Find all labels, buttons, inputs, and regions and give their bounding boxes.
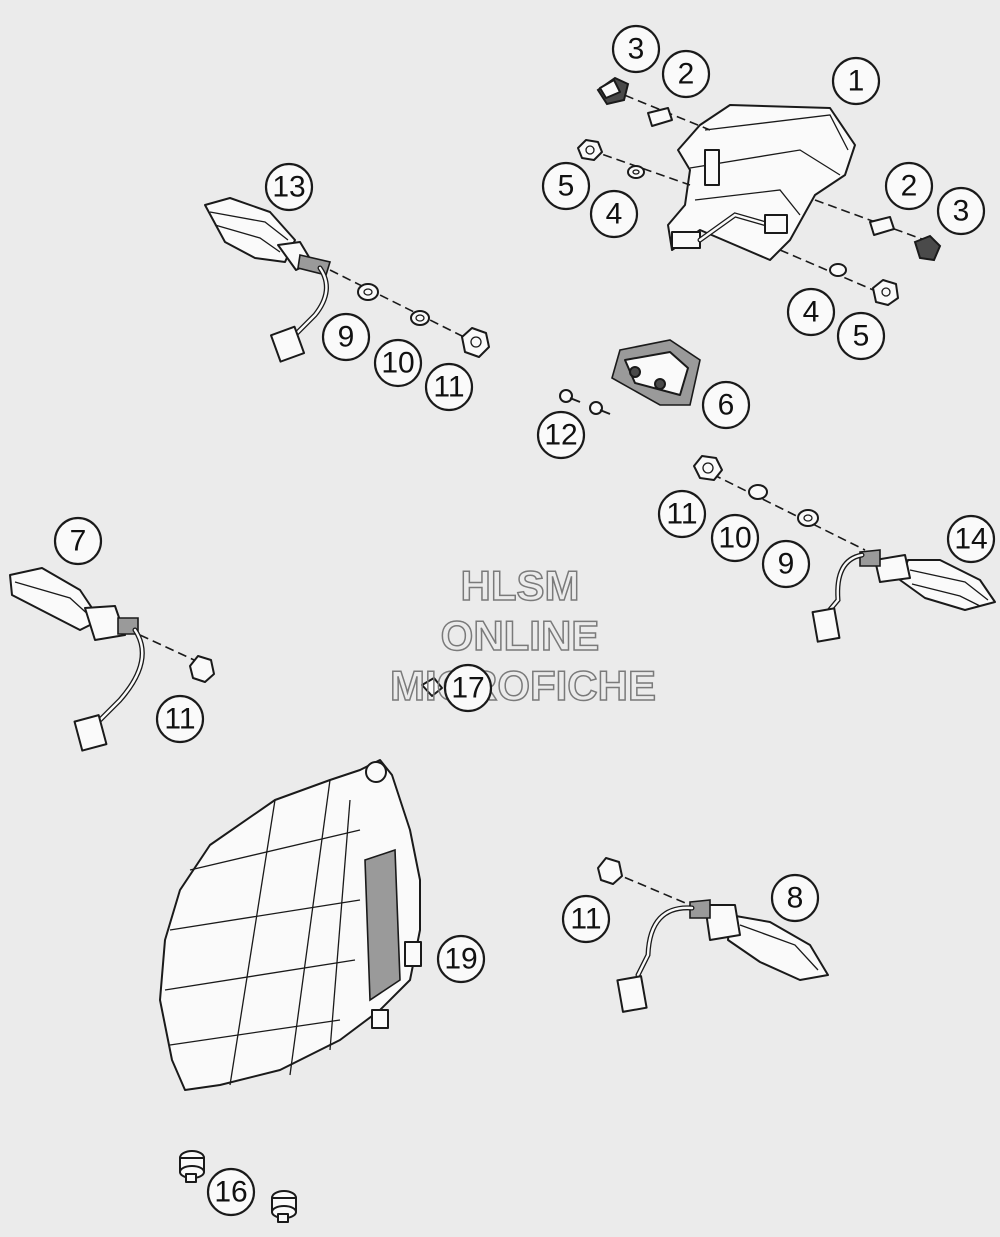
callout-label: 11 (433, 371, 464, 404)
callout-label: 6 (718, 389, 735, 422)
watermark: HLSM ONLINE MICROFICHE (389, 561, 657, 710)
part-damper-16-a (179, 1150, 205, 1183)
part-nut-7-11 (189, 655, 215, 683)
part-washer-top (627, 165, 645, 179)
callout-label: 16 (214, 1176, 247, 1209)
part-damper-16-b (271, 1190, 297, 1223)
callout-11: 11 (657, 489, 707, 539)
callout-label: 7 (70, 525, 87, 558)
callout-10: 10 (710, 513, 760, 563)
callout-label: 5 (558, 170, 575, 203)
callout-label: 10 (718, 522, 751, 555)
part-nut-14-11 (693, 455, 723, 481)
callout-label: 5 (853, 320, 870, 353)
callout-label: 4 (606, 198, 623, 231)
part-turn-signal-rear-right (811, 549, 996, 643)
part-turn-signal-rear-left (9, 567, 145, 752)
callout-5: 5 (836, 311, 886, 361)
part-nut-bottom (872, 279, 899, 306)
watermark-line-3: MICROFICHE (390, 662, 656, 709)
part-lockwasher-13-10 (410, 310, 430, 326)
part-headlight (159, 759, 422, 1091)
callout-1: 1 (831, 56, 881, 106)
callout-label: 19 (444, 943, 477, 976)
part-turn-signal-front-left (204, 197, 332, 363)
watermark-line-1: HLSM (461, 562, 580, 609)
callout-7: 7 (53, 516, 103, 566)
part-turn-signal-front-right (616, 899, 829, 1013)
callout-17: 17 (443, 663, 493, 713)
part-lockwasher-14-10 (748, 484, 768, 500)
callout-11: 11 (155, 694, 205, 744)
callout-3: 3 (936, 186, 986, 236)
part-washer-14-9 (797, 509, 819, 527)
callout-14: 14 (946, 514, 996, 564)
part-clip-right (869, 216, 895, 236)
callout-label: 2 (901, 170, 918, 203)
callout-11: 11 (424, 362, 474, 412)
callout-4: 4 (589, 189, 639, 239)
part-washer-bottom (829, 263, 847, 277)
callout-16: 16 (206, 1167, 256, 1217)
callout-9: 9 (321, 312, 371, 362)
callout-label: 9 (338, 321, 355, 354)
callout-9: 9 (761, 539, 811, 589)
callout-label: 9 (778, 548, 795, 581)
callout-label: 11 (164, 703, 195, 736)
part-nut-top (577, 139, 603, 161)
callout-3: 3 (611, 24, 661, 74)
part-clip-top (647, 107, 673, 127)
part-grommet-top (596, 76, 630, 106)
callout-13: 13 (264, 162, 314, 212)
callout-11: 11 (561, 894, 611, 944)
callout-5: 5 (541, 161, 591, 211)
callout-8: 8 (770, 873, 820, 923)
callout-label: 3 (628, 33, 645, 66)
callout-label: 1 (848, 65, 865, 98)
callout-label: 8 (787, 882, 804, 915)
callout-2: 2 (884, 161, 934, 211)
callout-label: 11 (570, 903, 601, 936)
callout-label: 11 (666, 498, 697, 531)
callout-6: 6 (701, 380, 751, 430)
callout-10: 10 (373, 338, 423, 388)
part-nut-13-11 (461, 327, 490, 358)
watermark-line-2: ONLINE (441, 612, 600, 659)
callout-label: 13 (272, 171, 305, 204)
callout-label: 14 (954, 523, 987, 556)
part-license-plate-light (611, 339, 701, 406)
callout-12: 12 (536, 410, 586, 460)
callout-19: 19 (436, 934, 486, 984)
part-rear-light-housing (667, 104, 856, 261)
part-grommet-right (913, 234, 942, 262)
callout-4: 4 (786, 287, 836, 337)
part-cap-17 (421, 677, 443, 697)
callout-label: 2 (678, 58, 695, 91)
part-screws (559, 389, 611, 415)
part-washer-13-9 (357, 283, 379, 301)
part-nut-8-11 (597, 857, 623, 885)
callout-label: 10 (381, 347, 414, 380)
callout-label: 3 (953, 195, 970, 228)
callout-label: 4 (803, 296, 820, 329)
callout-label: 17 (451, 672, 484, 705)
callout-2: 2 (661, 49, 711, 99)
callout-label: 12 (544, 419, 577, 452)
